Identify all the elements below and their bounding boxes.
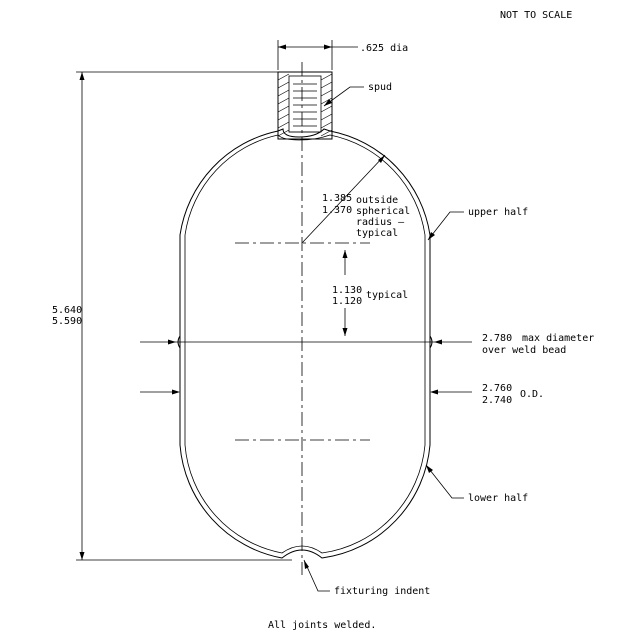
upper-half-leader: upper half	[427, 207, 528, 241]
spud-outline	[277, 71, 333, 140]
spud-diameter-label: .625 dia	[360, 43, 408, 54]
spud-label: spud	[368, 82, 392, 93]
center-spacing-desc: typical	[366, 290, 408, 301]
radius-desc-1: outside	[356, 195, 398, 206]
not-to-scale-note: NOT TO SCALE	[500, 10, 572, 21]
radius-upper: 1.385	[322, 193, 352, 204]
od-desc: O.D.	[520, 389, 544, 400]
overall-length-lower: 5.590	[52, 316, 82, 327]
spud-fitting	[277, 71, 333, 140]
weld-bead-dimension: 2.780 max diameter over weld bead	[140, 333, 594, 356]
vessel-inner-wall	[184, 134, 426, 554]
radius-lower: 1.370	[322, 205, 352, 216]
radius-desc-2: spherical	[356, 206, 410, 217]
upper-half-label: upper half	[468, 207, 528, 218]
overall-length-upper: 5.640	[52, 305, 82, 316]
center-spacing-upper: 1.130	[332, 285, 362, 296]
fixturing-indent-leader: fixturing indent	[303, 559, 430, 597]
vessel-body	[177, 128, 433, 559]
vessel-outer-wall	[179, 128, 431, 559]
footer-note: All joints welded.	[268, 620, 376, 631]
od-lower: 2.740	[482, 395, 512, 406]
spud-threads	[293, 83, 317, 127]
weld-bead-line2: over weld bead	[482, 345, 566, 356]
center-spacing-lower: 1.120	[332, 296, 362, 307]
outer-diameter-dimension: 2.760 2.740 O.D.	[140, 383, 544, 406]
spud-hatching	[277, 73, 333, 137]
radius-desc-4: typical	[356, 228, 398, 239]
overall-length-dimension: 5.640 5.590	[52, 71, 292, 561]
radius-dimension: 1.385 1.370 outside spherical radius — t…	[301, 154, 410, 244]
lower-half-label: lower half	[468, 493, 528, 504]
center-spacing-dimension: 1.130 1.120 typical	[332, 250, 408, 336]
spud-diameter-dimension: .625 dia	[277, 40, 408, 70]
fixturing-indent-label: fixturing indent	[334, 586, 430, 597]
weld-bead-line1: max diameter	[522, 333, 594, 344]
radius-desc-3: radius —	[356, 217, 405, 228]
lower-half-leader: lower half	[425, 464, 528, 504]
od-upper: 2.760	[482, 383, 512, 394]
weld-bead-value: 2.780	[482, 333, 512, 344]
spud-leader: spud	[323, 82, 392, 107]
